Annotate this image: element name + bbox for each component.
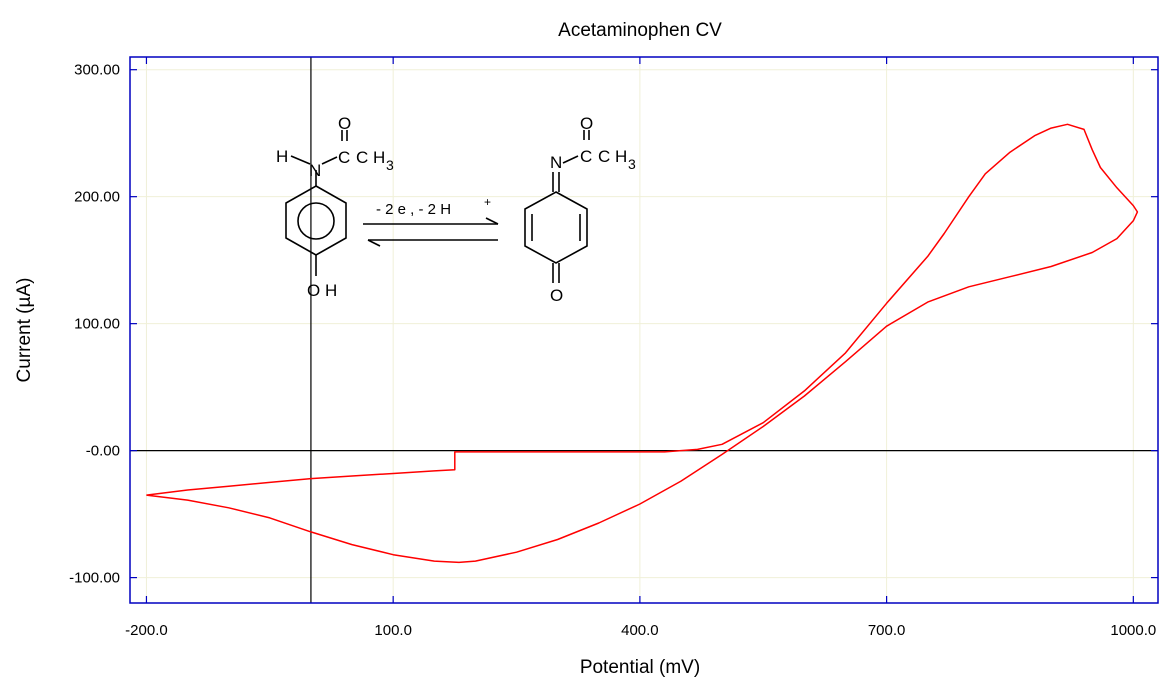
x-tick-label-2: 400.0 <box>621 622 659 639</box>
plot-frame <box>129 56 1159 604</box>
right-ch3-sub: 3 <box>628 156 636 172</box>
left-n-label: N <box>309 161 321 180</box>
right-n-c-bond <box>562 155 579 164</box>
right-c-label: C <box>580 147 592 166</box>
left-n-c-bond <box>321 156 338 165</box>
forward-arrow-head <box>485 217 499 225</box>
y-tick-label-2: 100.00 <box>74 316 120 333</box>
reference-lines <box>130 57 1158 603</box>
x-tick-label-4: 1000.0 <box>1110 622 1156 639</box>
left-o-label: O <box>338 114 351 133</box>
right-bottom-o-label: O <box>550 286 563 305</box>
chart-title: Acetaminophen CV <box>558 20 722 41</box>
reaction-text: O H N C C H 3 O H - 2 e , - 2 H + O N C … <box>276 114 636 305</box>
left-ch3-label: C H <box>356 148 385 167</box>
left-oh-label: O H <box>307 281 337 300</box>
right-ch3-label: C H <box>598 147 627 166</box>
series-line-0 <box>146 123 1139 564</box>
left-aromatic-circle <box>297 202 335 240</box>
equilibrium-arrows <box>363 217 499 247</box>
right-molecule <box>524 130 590 283</box>
x-axis-ticks: -200.0 100.0 400.0 700.0 1000.0 <box>125 57 1156 639</box>
reaction-scheme <box>285 130 590 283</box>
y-axis-ticks: -100.00 -0.00 100.00 200.00 300.00 <box>69 62 1158 587</box>
y-tick-label-1: -0.00 <box>86 443 120 460</box>
left-h-n-bond <box>290 155 311 165</box>
right-o-label: O <box>580 114 593 133</box>
x-axis-label: Potential (mV) <box>580 657 700 678</box>
y-tick-label-0: -100.00 <box>69 570 120 587</box>
grid <box>130 57 1158 603</box>
series-group <box>146 123 1139 564</box>
x-tick-label-3: 700.0 <box>868 622 906 639</box>
reaction-label: - 2 e , - 2 H <box>376 201 451 218</box>
reverse-arrow-head <box>367 239 381 247</box>
left-c-label: C <box>338 148 350 167</box>
right-quinone-ring <box>524 191 588 264</box>
x-tick-label-0: -200.0 <box>125 622 168 639</box>
reaction-superscript: + <box>484 195 491 209</box>
left-ch3-sub: 3 <box>386 157 394 173</box>
y-tick-label-3: 200.00 <box>74 189 120 206</box>
left-molecule <box>285 130 348 276</box>
y-axis-label: Current (µA) <box>14 278 35 383</box>
y-tick-label-4: 300.00 <box>74 62 120 79</box>
left-h-label: H <box>276 147 288 166</box>
x-tick-label-1: 100.0 <box>374 622 412 639</box>
right-n-label: N <box>550 153 562 172</box>
